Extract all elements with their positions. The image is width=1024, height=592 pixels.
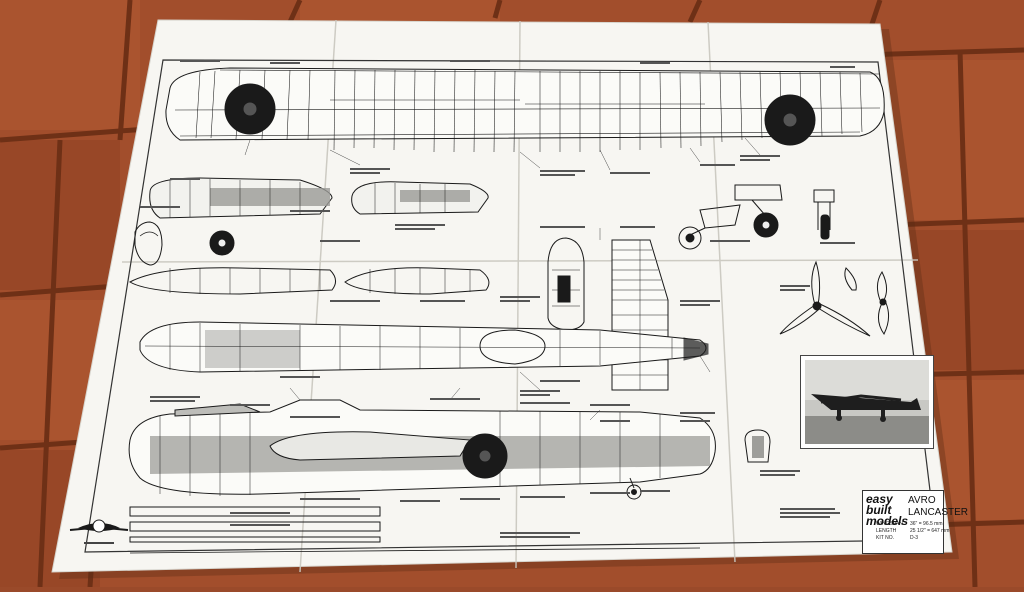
wing-plan-top — [165, 67, 885, 153]
spec-label: WINGSPAN — [876, 521, 903, 527]
landing-gear — [678, 184, 835, 250]
fuselage-side-view — [128, 399, 771, 500]
brand-line: built — [866, 503, 892, 517]
spec-labels: WINGSPAN LENGTH KIT NO. — [876, 521, 903, 542]
brand-line: models — [866, 514, 909, 528]
nacelle-side-views — [134, 177, 489, 266]
spec-label: KIT NO. — [876, 535, 894, 541]
aircraft-name: AVRO LANCASTER — [908, 495, 968, 519]
spec-values: 36" = 96.5 mm 25 1/2" = 647 mm D-3 — [910, 521, 949, 542]
strip-templates — [129, 506, 701, 554]
annotation-text-blocks — [140, 60, 855, 538]
spec-value: 25 1/2" = 647 mm — [910, 528, 950, 534]
insignia-logo — [69, 519, 129, 544]
aircraft-photo — [800, 355, 934, 449]
aircraft-photo-svg — [805, 360, 929, 444]
aircraft-name-line: AVRO — [908, 495, 936, 506]
spec-label: LENGTH — [876, 528, 897, 534]
aircraft-name-line: LANCASTER — [908, 507, 969, 518]
propellers — [779, 260, 890, 337]
plan-title-block — [862, 490, 944, 554]
brand-logo: easy built models — [866, 492, 909, 528]
spec-value: 36" = 96.5 mm — [910, 521, 943, 527]
spec-value: D-3 — [910, 535, 919, 541]
nacelle-top-views — [128, 267, 490, 295]
brand-line: easy — [866, 492, 893, 506]
fuselage-top-view — [139, 321, 709, 373]
